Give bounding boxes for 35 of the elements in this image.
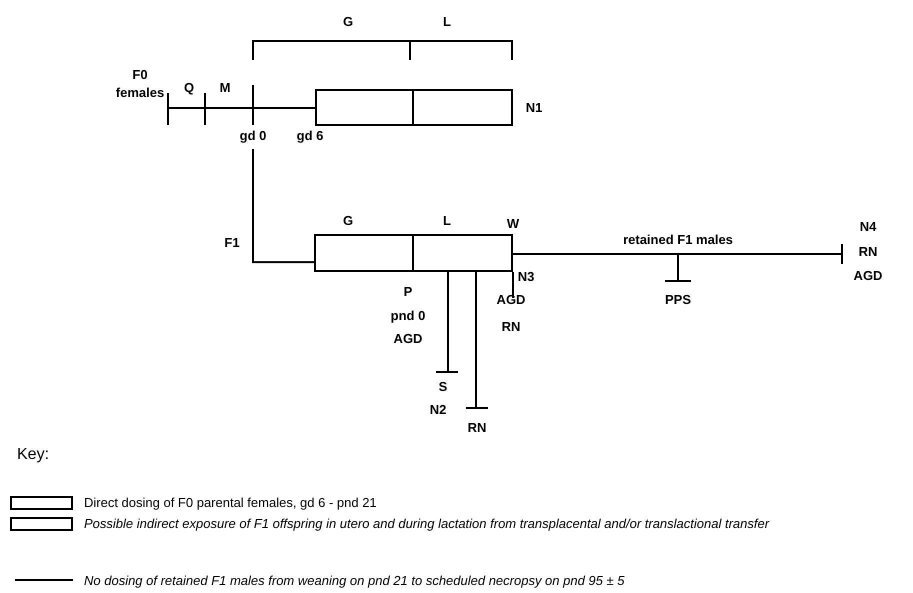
period-label: L [443, 13, 451, 31]
day-label: gd 0 [240, 127, 266, 145]
endpoint-label: S [438, 378, 448, 396]
endpoint-label: PPS [665, 291, 691, 309]
endpoint-label: AGD [394, 330, 422, 348]
day-label: gd 6 [296, 127, 324, 145]
dosing-period-box [412, 234, 513, 272]
dosing-period-box [314, 234, 414, 272]
endpoint-label: RN [468, 419, 486, 437]
dosing-period-box [315, 89, 414, 126]
endpoint-label: RN [858, 243, 878, 261]
legend-text: Possible indirect exposure of F1 offspring in utero and during lactation from transplacental and/or translactional transfer [84, 516, 770, 532]
legend-text: No dosing of retained F1 males from weaning on pnd 21 to scheduled necropsy on pnd 95 ± 5 [84, 573, 626, 589]
endpoint-label: AGD [496, 291, 526, 309]
group-label: F0 females [114, 66, 166, 102]
timeline-label: retained F1 males [623, 231, 733, 249]
group-size-label: N4 [860, 218, 876, 236]
group-label: F1 [224, 234, 240, 252]
legend-text: Direct dosing of F0 parental females, gd 6 - pnd 21 [84, 495, 378, 511]
period-label: L [443, 212, 451, 230]
group-size-label: N3 [518, 268, 534, 286]
key-heading: Key: [17, 446, 49, 464]
period-label: Q [184, 79, 194, 97]
event-label: W [506, 215, 520, 233]
group-size-label: N2 [430, 401, 446, 419]
endpoint-label: RN [502, 318, 520, 336]
group-size-label: N1 [526, 99, 542, 117]
endpoint-label: AGD [854, 267, 882, 285]
day-label: pnd 0 [390, 307, 426, 325]
period-label: G [342, 13, 354, 31]
connector-line [252, 149, 314, 264]
period-label: G [342, 212, 354, 230]
period-label: M [220, 79, 230, 97]
event-label: P [404, 283, 412, 301]
dosing-period-box [412, 89, 513, 126]
